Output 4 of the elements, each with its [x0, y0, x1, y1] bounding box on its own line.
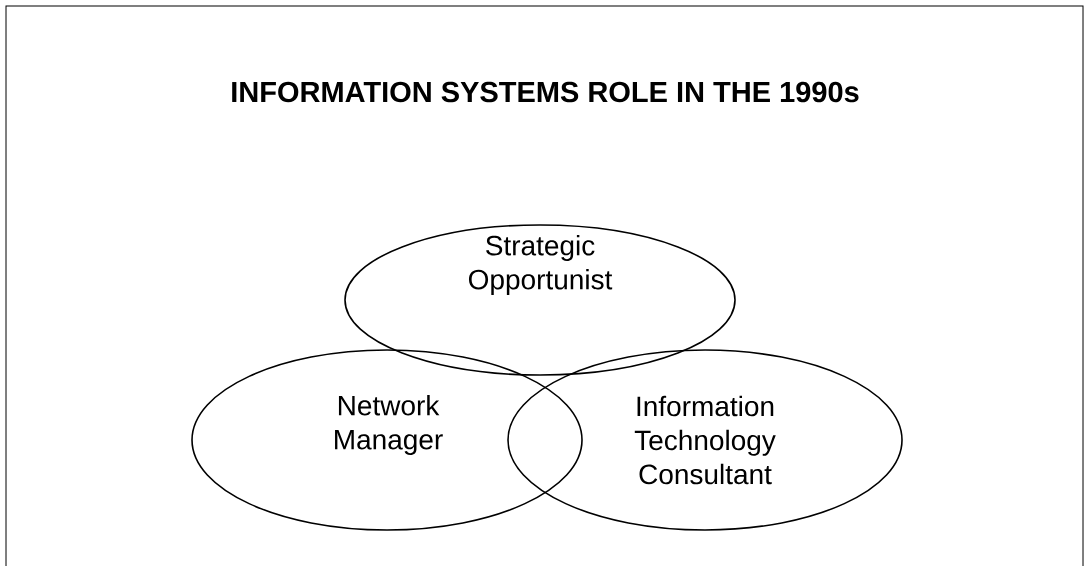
- oval: Network Manager: [191, 349, 583, 531]
- oval: Strategic Opportunist: [344, 224, 736, 376]
- title: INFORMATION SYSTEMS ROLE IN THE 1990s: [232, 81, 859, 103]
- oval: Information Technology Consultant: [507, 349, 903, 531]
